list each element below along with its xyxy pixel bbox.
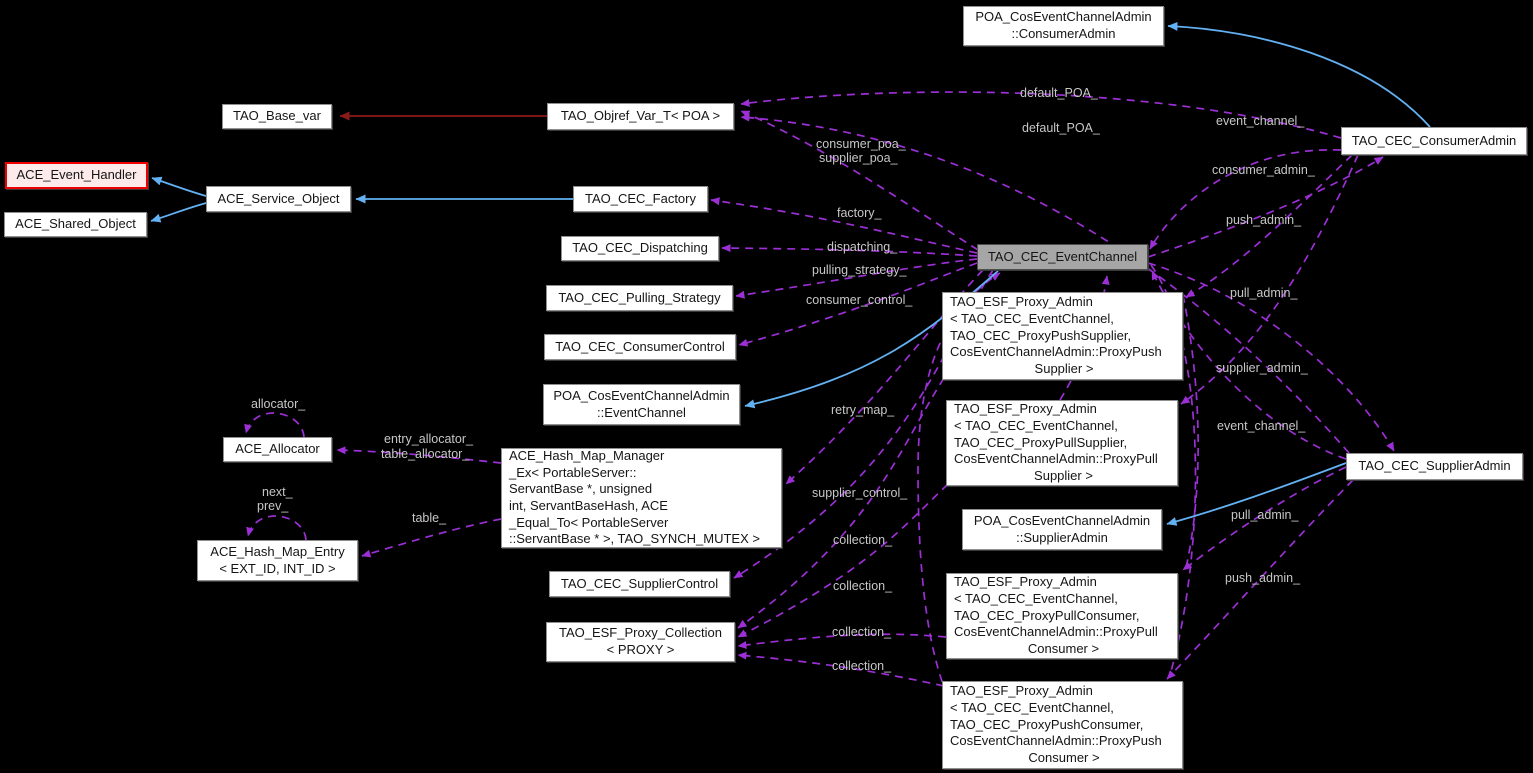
class-node-ace-service-object[interactable]: ACE_Service_Object: [206, 186, 351, 212]
class-node-tao-cec-consumer-admin[interactable]: TAO_CEC_ConsumerAdmin: [1341, 127, 1527, 155]
edge-label-collection-2: collection_: [833, 579, 893, 593]
edge-label-consumer-poa: consumer_poa_: [816, 137, 906, 151]
edge-pull-admin-1: [1180, 154, 1359, 405]
edge-table: [361, 518, 502, 558]
edge-label-allocator: allocator_: [251, 397, 306, 411]
edge-retry-map: [785, 269, 984, 485]
edge-collection-1: [737, 377, 945, 629]
edge-inherit-service-sharedobject: [150, 202, 207, 223]
edge-supplier-admin: [1147, 262, 1395, 452]
edge-consumer-control: [738, 262, 978, 347]
edge-label-consumer-admin: consumer_admin_: [1212, 163, 1315, 177]
class-node-ace-hash-map-manager[interactable]: ACE_Hash_Map_Manager _Ex< PortableServer…: [501, 448, 782, 548]
edge-event-channel-from-pushconsumer: [917, 272, 1001, 696]
edge-label-default-poa-2: default_POA_: [1022, 121, 1100, 135]
class-node-ace-event-handler[interactable]: ACE_Event_Handler: [5, 162, 148, 189]
edge-label-default-poa-1: default_POA_: [1020, 86, 1098, 100]
edge-consumer-admin: [1147, 156, 1384, 258]
class-node-tao-cec-event-channel-current: TAO_CEC_EventChannel: [977, 244, 1148, 270]
edge-dispatching: [721, 244, 978, 257]
edge-label-pull-admin-2: pull_admin_: [1231, 508, 1299, 522]
edge-default-poa-supplieradmin: [740, 113, 1350, 454]
edge-allocator-self-loop: [244, 412, 305, 438]
edge-label-supplier-control: supplier_control_: [812, 486, 908, 500]
edge-label-collection-1: collection_: [833, 533, 893, 547]
edge-label-dispatching: dispatching_: [827, 240, 898, 254]
class-node-poa-cos-supplier-admin[interactable]: POA_CosEventChannelAdmin ::SupplierAdmin: [962, 509, 1162, 550]
class-node-poa-cos-consumer-admin[interactable]: POA_CosEventChannelAdmin ::ConsumerAdmin: [963, 6, 1164, 46]
class-node-esf-proxy-admin-push-consumer[interactable]: TAO_ESF_Proxy_Admin < TAO_CEC_EventChann…: [942, 681, 1183, 769]
edge-inherit-supplieradmin-poa: [1166, 462, 1347, 526]
class-node-tao-cec-supplier-admin[interactable]: TAO_CEC_SupplierAdmin: [1346, 453, 1523, 480]
class-node-tao-cec-dispatching[interactable]: TAO_CEC_Dispatching: [561, 236, 719, 261]
edge-label-event-channel-1: event_channel_: [1216, 114, 1305, 128]
class-node-ace-allocator[interactable]: ACE_Allocator: [223, 437, 332, 462]
edge-label-supplier-admin: supplier_admin_: [1216, 361, 1308, 375]
edge-label-prev: prev_: [257, 499, 289, 513]
edge-label-next: next_: [262, 485, 293, 499]
edge-label-pulling-strategy: pulling_strategy_: [812, 263, 907, 277]
edge-label-push-admin-2: push_admin_: [1225, 571, 1301, 585]
edge-label-pull-admin-1: pull_admin_: [1230, 286, 1298, 300]
edge-factory: [710, 197, 978, 254]
edge-inherit-consumeradmin-poa: [1167, 21, 1431, 128]
edge-inherit-service-eventhandler: [151, 176, 207, 197]
edge-label-collection-4: collection_: [832, 659, 892, 673]
edge-event-channel-from-consumeradmin: [1149, 149, 1342, 250]
class-node-ace-shared-object[interactable]: ACE_Shared_Object: [4, 212, 147, 237]
edge-label-table-allocator: table_allocator_: [381, 447, 470, 461]
class-node-esf-proxy-admin-push-supplier[interactable]: TAO_ESF_Proxy_Admin < TAO_CEC_EventChann…: [942, 292, 1183, 380]
edge-next-prev-self-loop: [246, 515, 307, 541]
edge-push-admin-2: [1166, 479, 1354, 680]
edge-label-push-admin-1: push_admin_: [1226, 213, 1302, 227]
edge-label-entry-allocator: entry_allocator_: [384, 432, 473, 446]
class-node-esf-proxy-admin-pull-supplier[interactable]: TAO_ESF_Proxy_Admin < TAO_CEC_EventChann…: [946, 400, 1178, 486]
class-node-tao-objref-var-t[interactable]: TAO_Objref_Var_T< POA >: [547, 103, 734, 130]
edge-pull-admin-2: [1182, 466, 1347, 571]
edge-label-table: table_: [412, 511, 447, 525]
edge-default-poa-consumeradmin: [740, 91, 1342, 139]
edge-collection-2: [737, 483, 949, 638]
edge-label-event-channel-2: event_channel_: [1217, 419, 1306, 433]
class-node-esf-proxy-admin-pull-consumer[interactable]: TAO_ESF_Proxy_Admin < TAO_CEC_EventChann…: [946, 573, 1178, 659]
edge-label-supplier-poa: supplier_poa_: [819, 151, 898, 165]
class-node-tao-cec-pulling-strategy[interactable]: TAO_CEC_Pulling_Strategy: [546, 285, 733, 311]
edge-label-consumer-control: consumer_control_: [806, 293, 913, 307]
edge-collection-3: [737, 633, 947, 649]
edge-bundle-right-2: [1182, 294, 1199, 569]
edge-label-collection-3: collection_: [832, 625, 892, 639]
class-node-tao-cec-consumer-control[interactable]: TAO_CEC_ConsumerControl: [544, 334, 736, 360]
class-node-tao-base-var[interactable]: TAO_Base_var: [222, 104, 332, 129]
edge-consumer-supplier-poa: [740, 110, 979, 251]
class-node-tao-esf-proxy-collection[interactable]: TAO_ESF_Proxy_Collection < PROXY >: [546, 622, 735, 662]
class-node-ace-hash-map-entry[interactable]: ACE_Hash_Map_Entry < EXT_ID, INT_ID >: [197, 540, 358, 581]
edge-entry-table-allocator: [336, 446, 502, 464]
class-node-tao-cec-factory[interactable]: TAO_CEC_Factory: [573, 186, 708, 212]
class-node-tao-cec-supplier-control[interactable]: TAO_CEC_SupplierControl: [549, 571, 730, 597]
edge-label-retry-map: retry_map_: [831, 403, 895, 417]
class-node-poa-cos-event-channel[interactable]: POA_CosEventChannelAdmin ::EventChannel: [543, 384, 740, 425]
edge-label-factory: factory_: [837, 206, 882, 220]
